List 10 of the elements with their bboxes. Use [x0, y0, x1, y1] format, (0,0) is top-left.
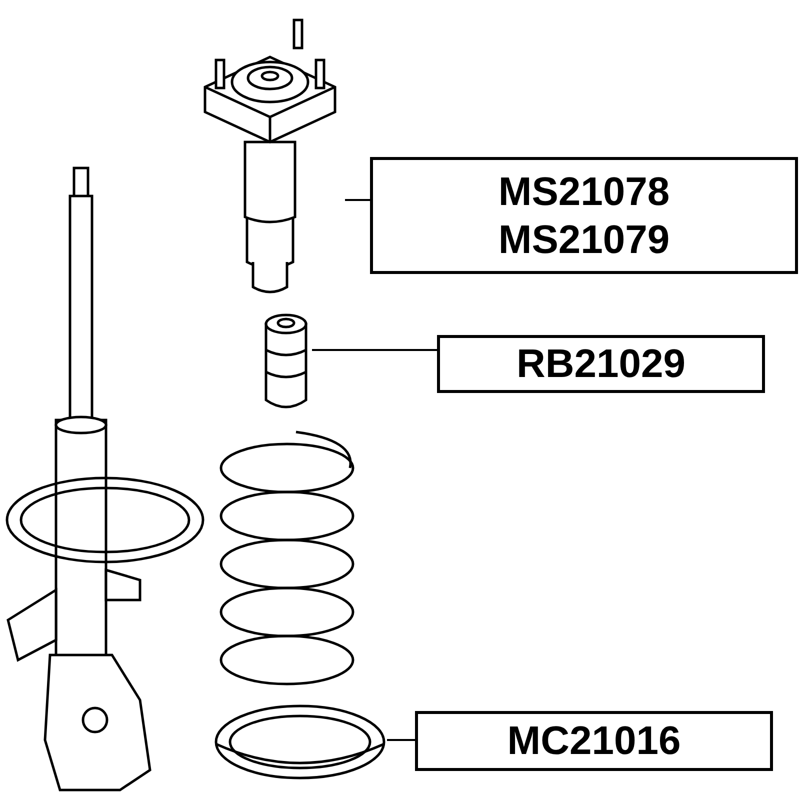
part-number: MS21078 — [498, 168, 670, 216]
part-number: RB21029 — [516, 341, 686, 388]
part-number-label — [415, 711, 773, 771]
part-number-label — [437, 335, 765, 393]
part-number-label — [370, 157, 798, 274]
leader-line — [387, 739, 415, 741]
part-number: MC21016 — [507, 718, 681, 765]
leader-line — [345, 199, 370, 201]
leader-line — [312, 349, 437, 351]
part-number: MS21079 — [498, 216, 670, 264]
